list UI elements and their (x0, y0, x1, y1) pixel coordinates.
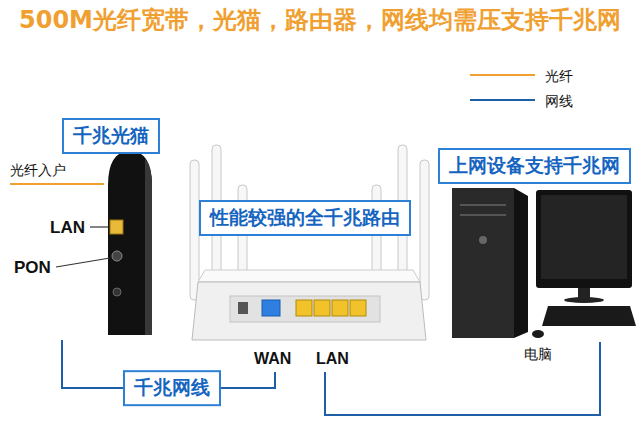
port-label: PON (14, 258, 51, 277)
modem-body (108, 150, 152, 335)
network-cable (325, 342, 600, 415)
keyboard (542, 306, 636, 326)
power-button (479, 236, 487, 244)
modem-lan-port (110, 220, 123, 234)
monitor-base (564, 297, 604, 303)
lan-port (350, 300, 366, 316)
device-node: 上网设备支持千兆网 (432, 146, 636, 342)
mouse (532, 330, 544, 338)
callout-label: 性能较强的全千兆路由 (199, 200, 411, 236)
monitor-screen (541, 195, 627, 279)
lan-port (296, 300, 312, 316)
port-label: LAN (50, 218, 85, 237)
modem-side (145, 158, 152, 335)
leader-line (90, 226, 108, 227)
legend-text: 光纤 (545, 68, 573, 84)
fiber-entry-label: 光纤入户 (10, 162, 66, 178)
cable-label: 千兆网线 (123, 370, 221, 406)
monitor (536, 190, 632, 288)
device-node: 性能较强的全千兆路由 (180, 140, 430, 372)
callout-label: 千兆光猫 (62, 118, 160, 154)
monitor-stand (578, 288, 590, 298)
drive-slot (460, 214, 506, 216)
lan-port (332, 300, 348, 316)
router-body (192, 282, 426, 340)
modem-pon-port (112, 251, 122, 261)
diagram-title: 500M光纤宽带，光猫，路由器，网线均需压支持千兆网 (19, 6, 621, 34)
device-label: 电脑 (524, 346, 552, 362)
wan-port (262, 300, 280, 316)
drive-slot (460, 204, 506, 206)
cable-legend-line (470, 99, 535, 101)
fiber-legend-line (470, 74, 535, 76)
pc-tower-side (514, 188, 528, 338)
legend-text: 网线 (545, 93, 573, 109)
power-jack (238, 302, 248, 314)
leader-line (56, 258, 110, 267)
router-top (198, 270, 420, 282)
callout-label: 上网设备支持千兆网 (438, 148, 631, 184)
router-panel (230, 296, 380, 322)
pc-tower (452, 188, 514, 338)
antenna (190, 160, 199, 300)
port-label: WAN (254, 350, 291, 367)
antenna (420, 160, 429, 300)
modem-power-port (113, 288, 121, 296)
port-label: LAN (316, 350, 349, 367)
lan-port (314, 300, 330, 316)
fiber-line (10, 183, 104, 185)
